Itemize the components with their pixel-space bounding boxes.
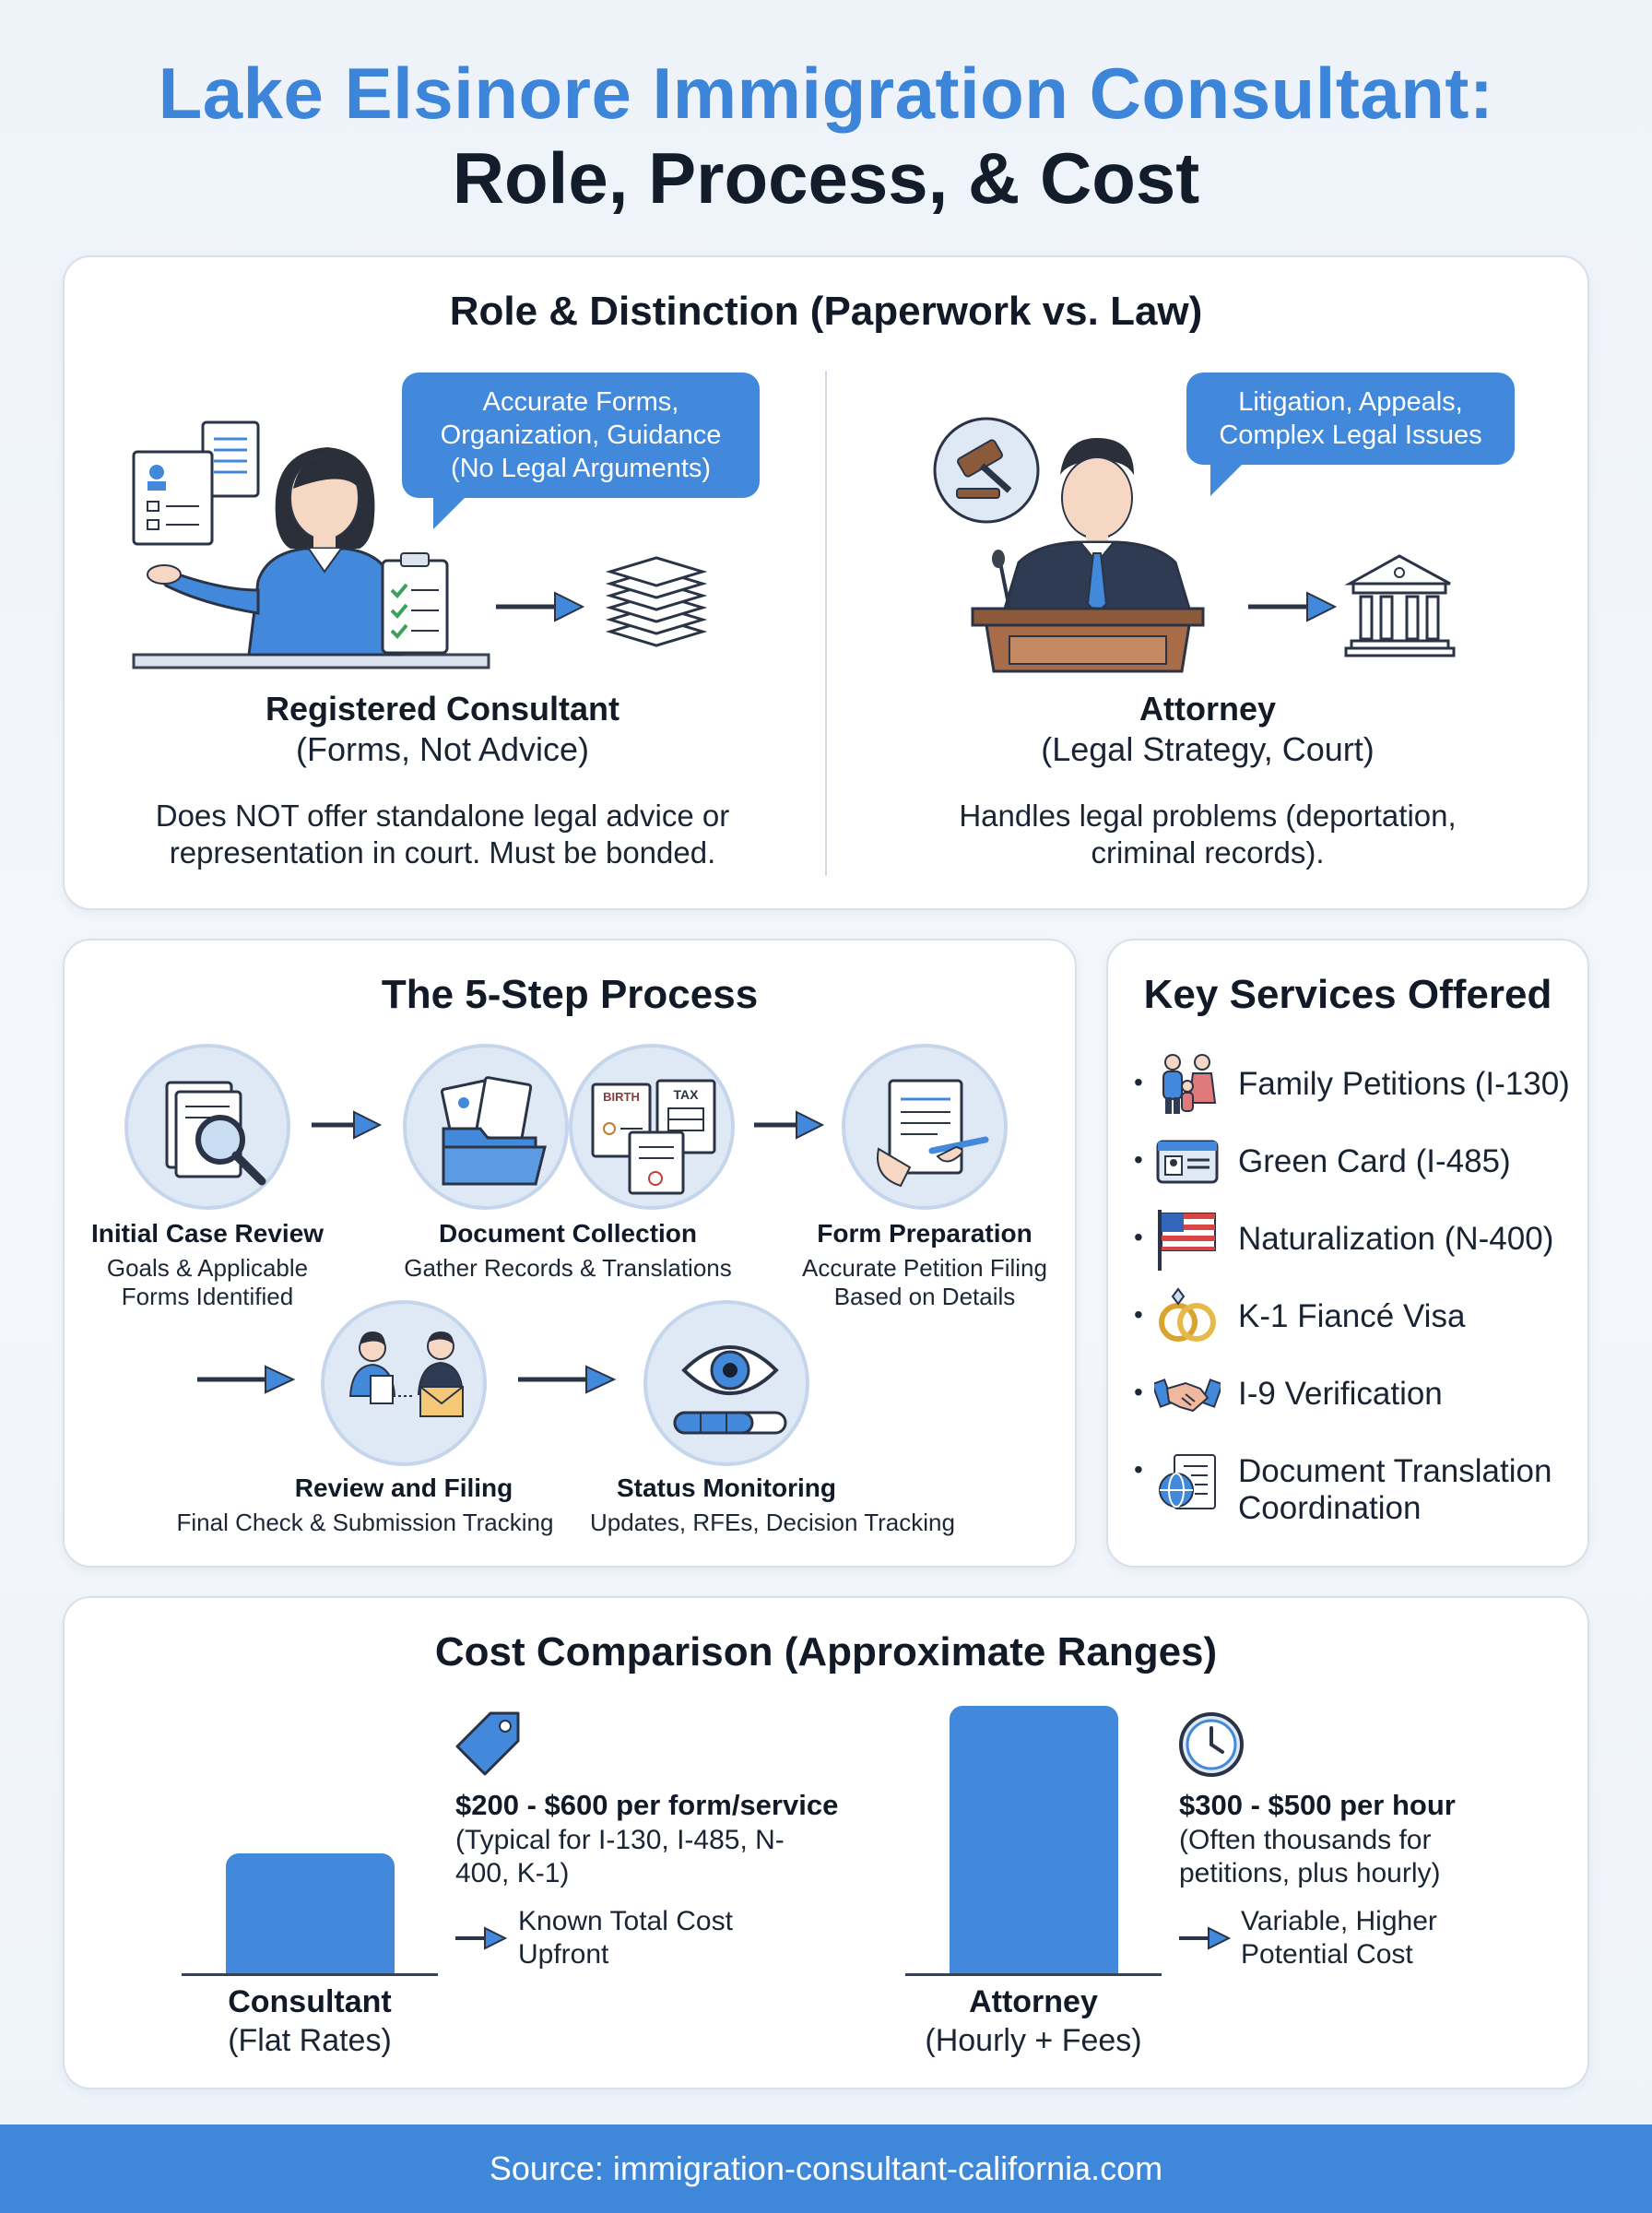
consultant-baseline <box>182 1973 438 1976</box>
attorney-price: $300 - $500 per hour <box>1179 1789 1456 1821</box>
process-card: The 5-Step Process <box>63 939 1077 1568</box>
courthouse-icon <box>1344 554 1456 657</box>
handshake-icon <box>1154 1379 1221 1413</box>
role-section-title: Role & Distinction (Paperwork vs. Law) <box>449 289 1203 334</box>
source-footer: Source: immigration-consultant-californi… <box>0 2124 1652 2213</box>
step-status-monitoring-title: Status Monitoring <box>617 1473 836 1502</box>
folder-documents-icon <box>440 1076 547 1186</box>
service-bullet: • <box>1134 1455 1143 1484</box>
consultant-price-note: (Typical for I-130, I-485, N-400, K-1) <box>455 1825 785 1888</box>
step-review-filing-title: Review and Filing <box>294 1473 513 1502</box>
consultant-role-desc: Does NOT offer standalone legal advice o… <box>155 799 730 870</box>
step-document-collection-desc: Gather Records & Translations <box>404 1254 732 1282</box>
process-arrow-3-icon <box>197 1365 296 1394</box>
step-initial-review-desc: Goals & Applicable Forms Identified <box>106 1254 309 1310</box>
attorney-cost-sublabel: (Hourly + Fees) <box>925 2023 1142 2058</box>
service-label-k1-visa: K-1 Fiancé Visa <box>1238 1298 1466 1334</box>
consultant-outcome: Known Total Cost Upfront <box>518 1906 733 1970</box>
consultant-role-name: Registered Consultant <box>265 690 620 728</box>
page-subtitle: Role, Process, & Cost <box>452 137 1200 219</box>
gavel-icon <box>933 417 1040 524</box>
attorney-outcome: Variable, Higher Potential Cost <box>1241 1906 1437 1970</box>
step-records-circle: BIRTH TAX <box>569 1044 735 1210</box>
id-card-icon <box>1156 1140 1219 1184</box>
step-initial-review-circle <box>124 1044 290 1210</box>
attorney-outcome-arrow-icon <box>1179 1926 1232 1950</box>
attorney-arrow-icon <box>1248 591 1338 622</box>
form-signing-icon <box>877 1079 989 1188</box>
role-divider <box>825 371 827 876</box>
stacked-papers-icon <box>605 556 708 647</box>
price-tag-icon <box>455 1711 520 1776</box>
tax-doc-label: TAX <box>674 1087 700 1102</box>
service-label-naturalization: Naturalization (N-400) <box>1238 1221 1554 1257</box>
step-initial-review-title: Initial Case Review <box>90 1219 324 1248</box>
process-section-title: The 5-Step Process <box>381 972 759 1017</box>
globe-document-icon <box>1159 1454 1216 1509</box>
step-status-monitoring-desc: Updates, RFEs, Decision Tracking <box>590 1509 955 1536</box>
step-review-filing-desc: Final Check & Submission Tracking <box>176 1509 554 1536</box>
step-review-filing-circle <box>321 1300 487 1466</box>
service-bullet: • <box>1134 1378 1143 1406</box>
page-title: Lake Elsinore Immigration Consultant: <box>158 53 1494 134</box>
attorney-price-note: (Often thousands for petitions, plus hou… <box>1179 1825 1441 1888</box>
service-label-green-card: Green Card (I-485) <box>1238 1143 1511 1179</box>
consultant-outcome-arrow-icon <box>455 1926 508 1950</box>
consultant-illustration <box>132 420 490 669</box>
us-flag-icon <box>1158 1210 1216 1271</box>
attorney-bubble: Litigation, Appeals, Complex Legal Issue… <box>1186 373 1515 496</box>
eye-progress-icon <box>673 1345 787 1435</box>
step-document-collection-title: Document Collection <box>438 1219 697 1248</box>
step-form-preparation-circle <box>842 1044 1008 1210</box>
step-status-monitoring-circle <box>643 1300 809 1466</box>
consultant-cost-sublabel: (Flat Rates) <box>228 2023 392 2058</box>
services-section-title: Key Services Offered <box>1143 972 1552 1017</box>
attorney-role-name: Attorney <box>1139 690 1276 728</box>
records-documents-icon: BIRTH TAX <box>591 1079 716 1195</box>
magnifier-document-icon <box>165 1081 266 1186</box>
step-document-collection-circle <box>403 1044 569 1210</box>
consultant-cost-bar <box>226 1853 395 1973</box>
process-arrow-4-icon <box>518 1365 617 1394</box>
attorney-role-sub: (Legal Strategy, Court) <box>1041 730 1375 768</box>
people-envelope-icon <box>348 1331 465 1417</box>
process-arrow-1-icon <box>312 1110 383 1140</box>
family-icon <box>1162 1054 1217 1114</box>
step-form-preparation-title: Form Preparation <box>817 1219 1032 1248</box>
clock-icon <box>1179 1712 1244 1777</box>
cost-card: Cost Comparison (Approximate Ranges) <box>63 1596 1589 2089</box>
cost-section-title: Cost Comparison (Approximate Ranges) <box>434 1629 1218 1675</box>
rings-icon <box>1159 1287 1216 1342</box>
consultant-arrow-icon <box>496 591 585 622</box>
consultant-cost-label: Consultant <box>228 1984 392 2019</box>
attorney-cost-label: Attorney <box>969 1984 1098 2019</box>
service-label-family-petitions: Family Petitions (I-130) <box>1238 1066 1570 1102</box>
consultant-bubble: Accurate Forms, Organization, Guidance (… <box>402 373 760 529</box>
service-bullet: • <box>1134 1068 1143 1096</box>
service-bullet: • <box>1134 1223 1143 1251</box>
step-form-preparation-desc: Accurate Petition Filing Based on Detail… <box>802 1254 1047 1310</box>
services-card: Key Services Offered <box>1106 939 1589 1568</box>
service-label-i9-verification: I-9 Verification <box>1238 1376 1443 1412</box>
birth-doc-label: BIRTH <box>603 1090 640 1104</box>
consultant-price: $200 - $600 per form/service <box>455 1789 839 1821</box>
attorney-illustration <box>971 438 1205 673</box>
attorney-baseline <box>905 1973 1162 1976</box>
consultant-role-sub: (Forms, Not Advice) <box>295 730 590 768</box>
attorney-role-desc: Handles legal problems (deportation, cri… <box>959 799 1457 870</box>
service-bullet: • <box>1134 1145 1143 1174</box>
process-arrow-2-icon <box>754 1110 825 1140</box>
attorney-cost-bar <box>950 1706 1118 1973</box>
service-bullet: • <box>1134 1300 1143 1329</box>
service-label-document-translation: Document Translation Coordination <box>1238 1453 1552 1526</box>
